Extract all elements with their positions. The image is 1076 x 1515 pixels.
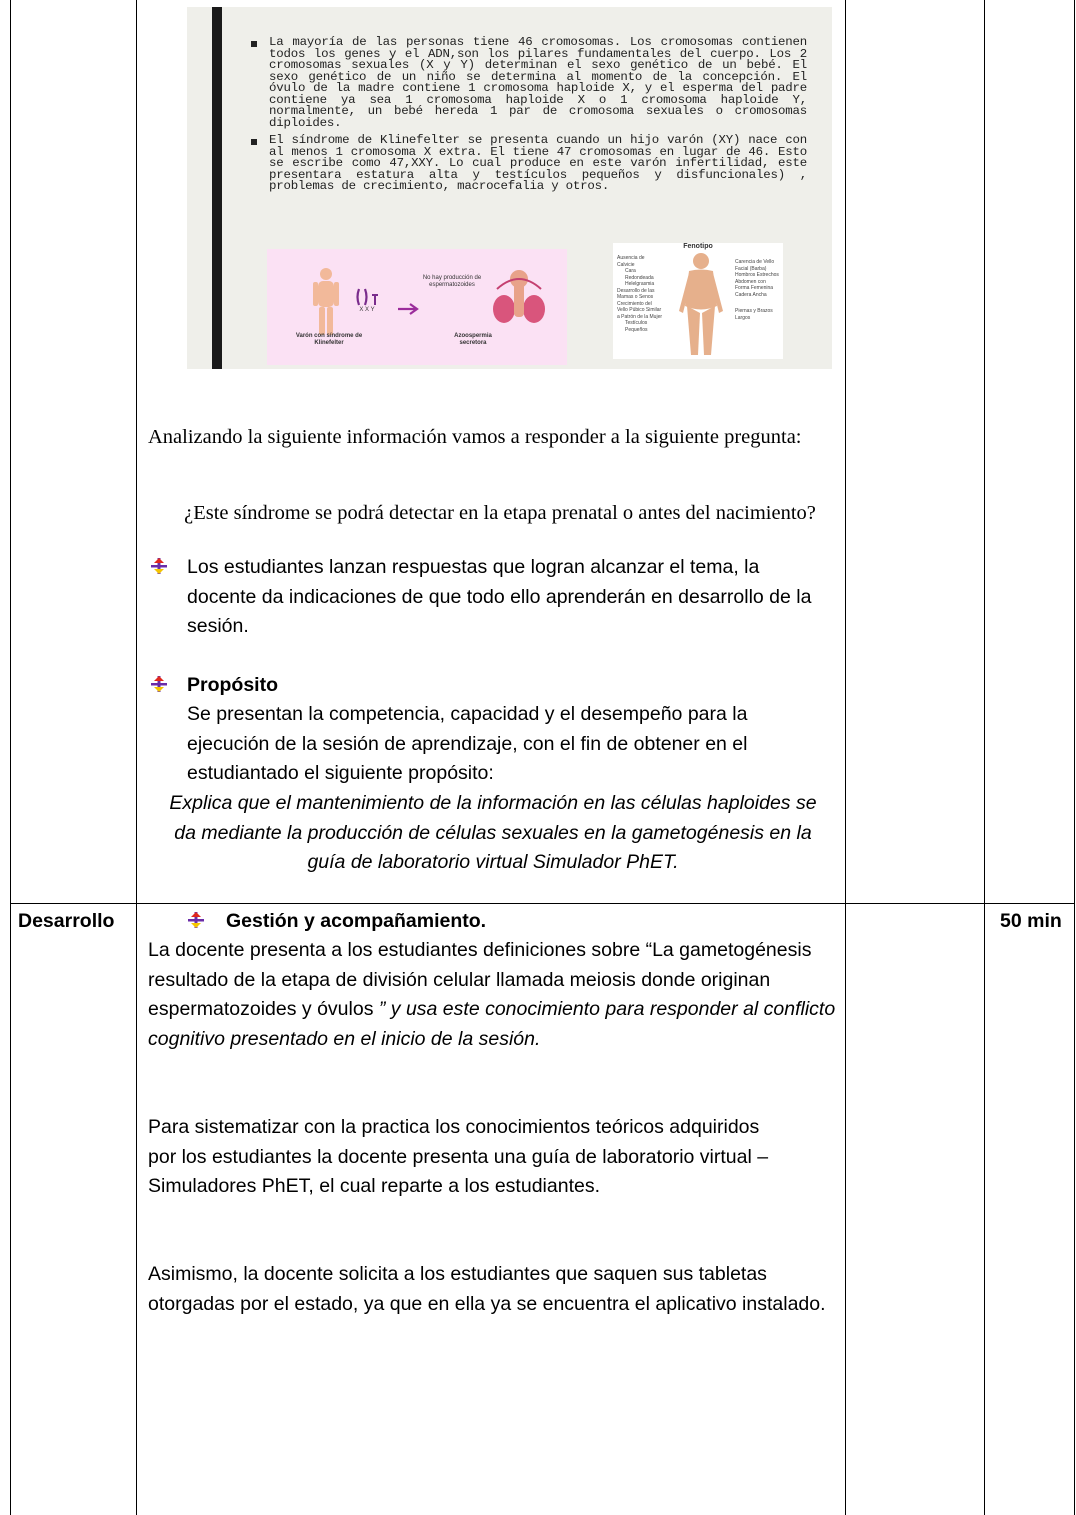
- gametogenesis-definition: La docente presenta a los estudiantes de…: [148, 939, 812, 1020]
- table-border-left: [10, 0, 11, 1515]
- no-sperm-note: No hay producción de espermatozoides: [422, 275, 482, 288]
- phenotype-labels-left: Ausencia de Calvicie Cara Redondeada Hel…: [617, 255, 663, 333]
- caption-varon: Varón con síndrome de Klinefelter: [295, 333, 363, 346]
- table-row-divider: [10, 903, 1075, 904]
- klinefelter-slide-image: La mayoría de las personas tiene 46 crom…: [187, 7, 832, 369]
- gestion-heading: Gestión y acompañamiento.: [226, 910, 487, 932]
- chromosome-icon: [356, 288, 378, 306]
- arrow-bullet-icon: [151, 676, 167, 692]
- phenotype-label: Testículos Pequeños: [625, 320, 648, 333]
- table-border-col3: [984, 0, 985, 1515]
- phet-guide-paragraph: Para sistematizar con la practica los co…: [148, 1116, 769, 1197]
- arrow-bullet-icon: [151, 558, 167, 574]
- table-border-right: [1074, 0, 1075, 1515]
- reproductive-organ-icon: [493, 270, 545, 323]
- proposito-statement: Explica que el mantenimiento de la infor…: [169, 792, 817, 873]
- intro-paragraph: Analizando la siguiente información vamo…: [148, 426, 802, 448]
- table-border-col1: [136, 0, 137, 1515]
- proposito-paragraph: Se presentan la competencia, capacidad y…: [187, 703, 748, 784]
- arrow-right-icon: [398, 303, 419, 315]
- phenotype-label: Crecimiento del Vello Púbico Similar a P…: [617, 300, 663, 320]
- slide-accent-bar: [212, 7, 222, 369]
- phenotype-label: Abdomen con Forma Femenina: [735, 278, 774, 292]
- phenotype-label: Ausencia de Calvicie: [617, 255, 645, 268]
- phenotype-figure: Fenotipo Ausencia de Calvicie Cara Redon…: [613, 243, 783, 359]
- row-label-desarrollo: Desarrollo: [18, 910, 115, 932]
- phenotype-label: Hombros Estrechos: [735, 272, 779, 278]
- chromosome-label: X X Y: [359, 307, 375, 313]
- gametogenesis-paragraph: La docente presenta a los estudiantes de…: [148, 936, 838, 1054]
- azoospermia-figure: X X Y No hay producción de espermatozoid…: [267, 249, 567, 365]
- arrow-bullet-icon: [188, 912, 204, 928]
- gametogenesis-usage: ” y usa este conocimiento para responder…: [148, 998, 836, 1050]
- phenotype-label: Cadera Ancha: [735, 291, 767, 298]
- phenotype-title: Fenotipo: [683, 243, 713, 250]
- students-answer-paragraph: Los estudiantes lanzan respuestas que lo…: [187, 556, 812, 637]
- phenotype-labels-right: Carencia de Vello Facial (Barba) Hombros…: [735, 259, 781, 321]
- male-figure-icon: [313, 268, 339, 335]
- phenotype-label: Carencia de Vello Facial (Barba): [735, 259, 775, 272]
- tablets-paragraph: Asimismo, la docente solicita a los estu…: [148, 1263, 826, 1315]
- table-border-col2: [845, 0, 846, 1515]
- phenotype-label: Desarrollo de las Mamas o Senos: [617, 287, 655, 301]
- proposito-heading: Propósito: [187, 674, 278, 696]
- caption-azoospermia: Azoospermia secretora: [454, 333, 492, 346]
- phenotype-label: Helelgrasmia: [625, 281, 655, 287]
- slide-bullet-chromosomes: La mayoría de las personas tiene 46 crom…: [247, 36, 807, 129]
- slide-bullet-klinefelter: El síndrome de Klinefelter se presenta c…: [247, 134, 807, 193]
- row-time: 50 min: [1000, 910, 1062, 932]
- slide-bullet-list: La mayoría de las personas tiene 46 crom…: [247, 36, 807, 199]
- human-body-icon: [679, 253, 723, 355]
- question-text: ¿Este síndrome se podrá detectar en la e…: [184, 502, 816, 524]
- phenotype-label: Cara Redondeada: [625, 268, 654, 281]
- phenotype-label: Piernas y Brazos Largos: [735, 308, 773, 321]
